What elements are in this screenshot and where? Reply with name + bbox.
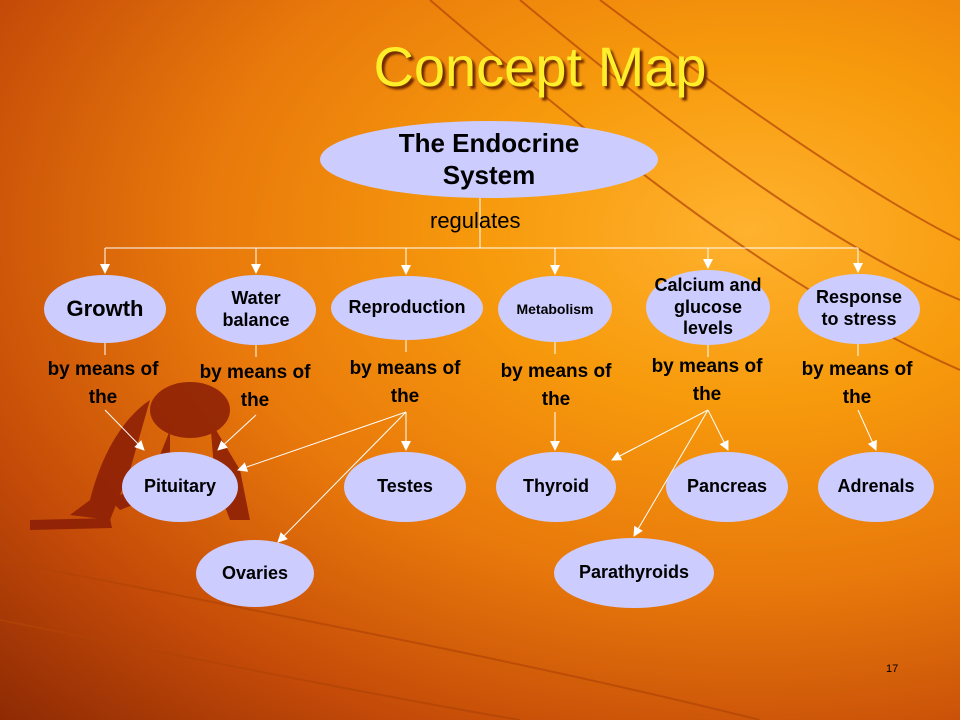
connector-arrow-response-stress-to-adrenals xyxy=(857,409,877,451)
connector-arrow-growth-to-pituitary xyxy=(104,409,145,451)
means-label-reproduction: by means of the xyxy=(349,358,461,407)
connector-arrow-calcium-glucose-to-thyroid xyxy=(611,409,709,461)
node-response-stress: Response to stress xyxy=(798,274,920,344)
node-water-balance: Water balance xyxy=(196,275,316,345)
means-label-metabolism: by means of the xyxy=(500,361,612,410)
node-growth: Growth xyxy=(44,275,166,343)
slide-title: Concept Map xyxy=(373,35,707,98)
link-label-regulates: regulates xyxy=(430,208,521,233)
means-label-calcium-glucose: by means of the xyxy=(651,356,763,405)
means-label-water-balance: by means of the xyxy=(199,362,311,411)
node-the-endocrine-system: The Endocrine System xyxy=(320,121,658,198)
node-reproduction: Reproduction xyxy=(331,276,483,340)
connector-arrow-reproduction-to-ovaries xyxy=(277,411,407,543)
connector-arrow-calcium-glucose-to-pancreas xyxy=(707,409,729,451)
connector-arrow-reproduction-to-pituitary xyxy=(237,411,407,472)
page-number: 17 xyxy=(886,663,899,675)
node-parathyroids: Parathyroids xyxy=(554,538,714,608)
connector-arrow-water-balance-to-pituitary xyxy=(217,414,257,451)
node-testes: Testes xyxy=(344,452,466,522)
means-label-response-stress: by means of the xyxy=(801,359,913,408)
node-metabolism: Metabolism xyxy=(498,276,612,342)
node-thyroid: Thyroid xyxy=(496,452,616,522)
node-adrenals: Adrenals xyxy=(818,452,934,522)
node-pancreas: Pancreas xyxy=(666,452,788,522)
node-pituitary: Pituitary xyxy=(122,452,238,522)
means-label-growth: by means of the xyxy=(47,359,159,408)
node-ovaries: Ovaries xyxy=(196,540,314,607)
node-calcium-glucose: Calcium and glucose levels xyxy=(646,270,770,345)
